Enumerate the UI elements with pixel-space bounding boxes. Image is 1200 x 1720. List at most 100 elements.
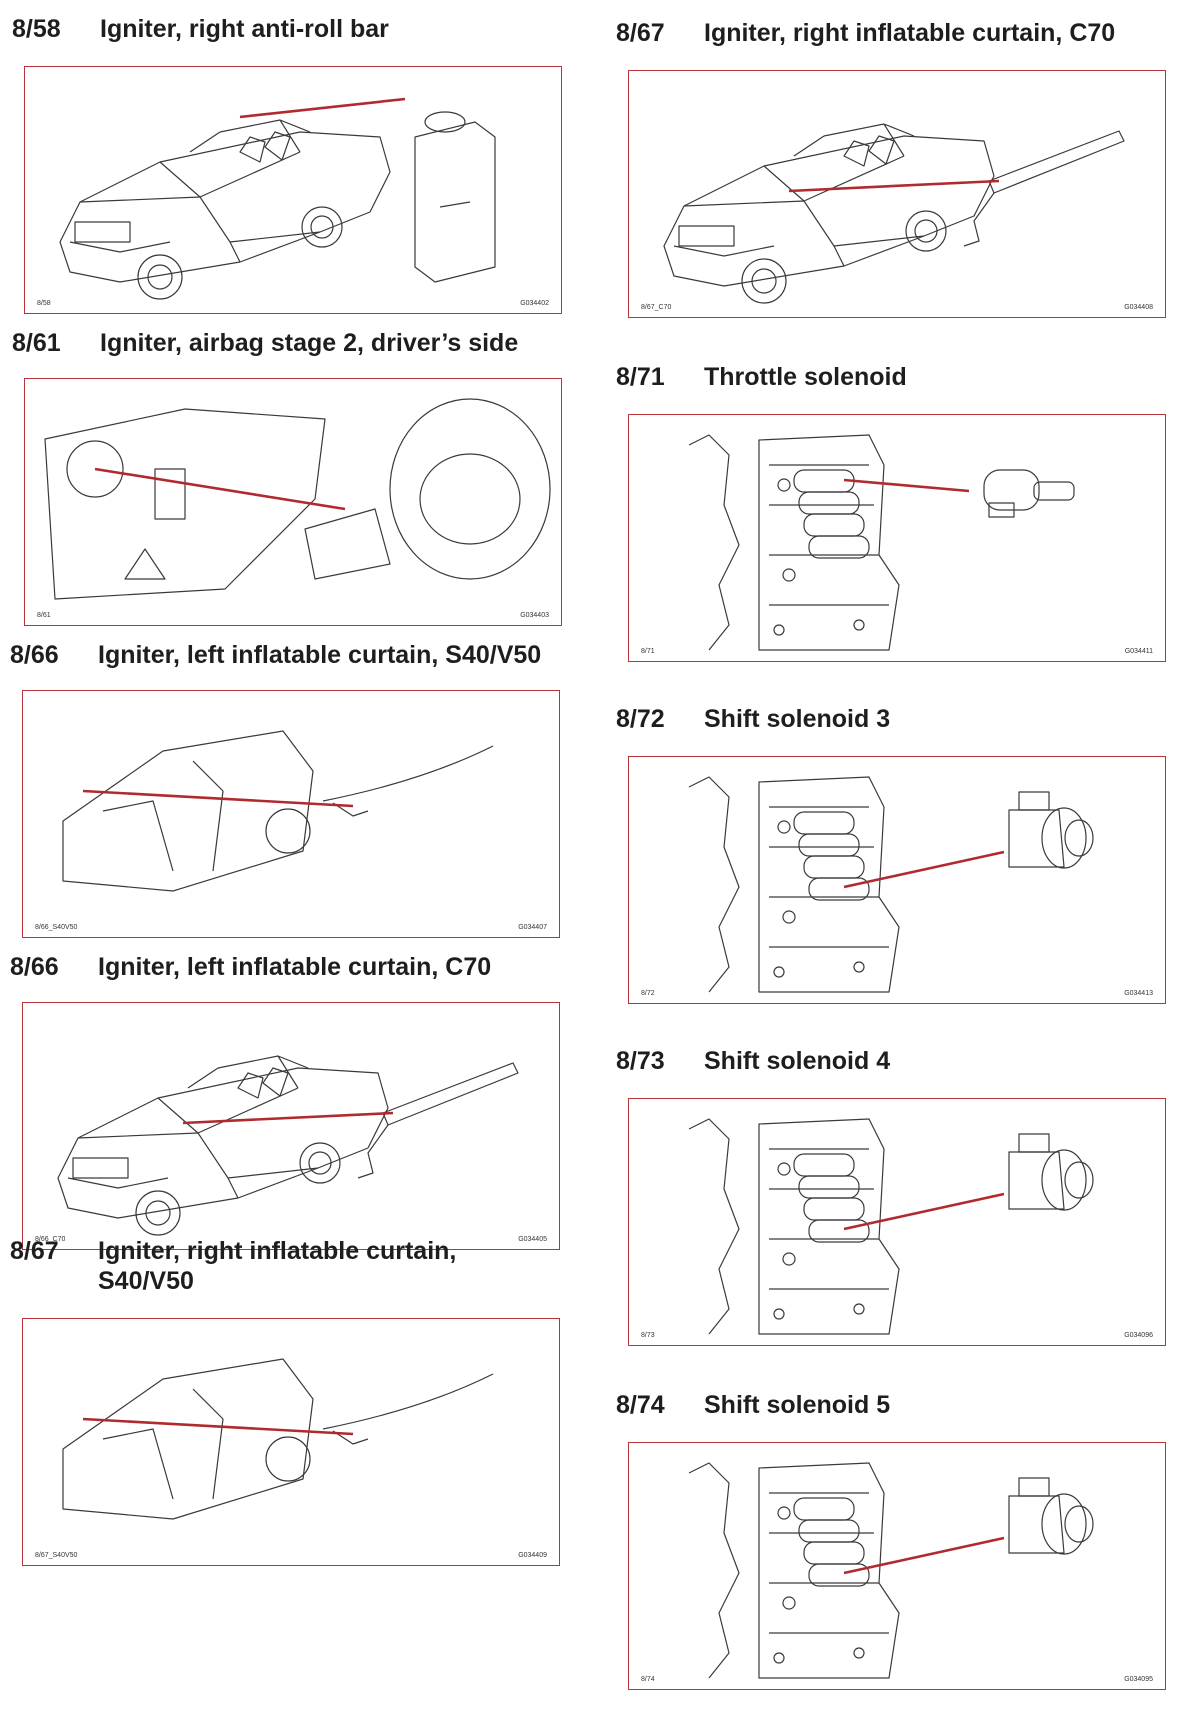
entry-code: 8/71 xyxy=(616,363,665,391)
figure-reference: G034407 xyxy=(518,924,547,931)
entry-code: 8/67 xyxy=(616,19,665,47)
figure-frame: 8/73 G034096 xyxy=(628,1098,1166,1346)
solenoid-part-drawing xyxy=(1008,791,1094,869)
dashboard-drawing xyxy=(44,408,326,600)
pointer-line xyxy=(82,789,354,808)
entry-title: Shift solenoid 4 xyxy=(704,1047,891,1075)
figure-number: 8/71 xyxy=(641,648,655,655)
entry-code: 8/73 xyxy=(616,1047,665,1075)
entry-code: 8/74 xyxy=(616,1391,665,1419)
entry-8-58: 8/58 Igniter, right anti-roll bar 8/58 G… xyxy=(12,14,562,314)
throttle-solenoid-drawing xyxy=(983,469,1075,518)
convertible-car-drawing xyxy=(59,119,391,300)
figure-reference: G034408 xyxy=(1124,304,1153,311)
convertible-car-drawing xyxy=(57,1055,389,1236)
figure-reference: G034413 xyxy=(1124,990,1153,997)
entry-title: Igniter, left inflatable curtain, C70 xyxy=(98,953,492,981)
figure-frame: 8/74 G034095 xyxy=(628,1442,1166,1690)
valve-body-drawing xyxy=(688,434,900,651)
figure-frame: 8/72 G034413 xyxy=(628,756,1166,1004)
entry-code: 8/58 xyxy=(12,15,61,43)
entry-8-67-c70: 8/67 Igniter, right inflatable curtain, … xyxy=(616,18,1166,318)
figure-reference: G034405 xyxy=(518,1236,547,1243)
figure-number: 8/73 xyxy=(641,1332,655,1339)
pointer-line xyxy=(82,1417,354,1436)
figure-frame: 8/71 G034411 xyxy=(628,414,1166,662)
figure-frame: 8/67_S40V50 G034409 xyxy=(22,1318,560,1566)
entry-title: Igniter, right inflatable curtain, C70 xyxy=(704,19,1116,47)
entry-title: Shift solenoid 3 xyxy=(704,705,891,733)
figure-reference: G034409 xyxy=(518,1552,547,1559)
figure-reference: G034403 xyxy=(520,612,549,619)
convertible-car-drawing xyxy=(663,123,995,304)
entry-code: 8/66 xyxy=(10,953,59,981)
entry-8-72: 8/72 Shift solenoid 3 8/72 G034413 xyxy=(616,704,1166,1004)
solenoid-part-drawing xyxy=(1008,1477,1094,1555)
entry-header: 8/74 Shift solenoid 5 xyxy=(616,1390,1156,1424)
figure-number: 8/74 xyxy=(641,1676,655,1683)
figure-reference: G034096 xyxy=(1124,1332,1153,1339)
car-curtain-illustration xyxy=(663,123,1125,304)
pointer-line xyxy=(843,1192,1005,1231)
figure-number: 8/67_C70 xyxy=(641,304,672,311)
figure-number: 8/67_S40V50 xyxy=(35,1552,78,1559)
steering-wheel-drawing xyxy=(389,398,551,580)
entry-title: Igniter, left inflatable curtain, S40/V5… xyxy=(98,641,542,669)
entry-header: 8/61 Igniter, airbag stage 2, driver’s s… xyxy=(12,328,552,362)
interior-drawing xyxy=(62,730,494,892)
car-component-illustration xyxy=(59,97,496,300)
curtain-tube-drawing xyxy=(322,745,494,802)
entry-header: 8/67 Igniter, right inflatable curtain, … xyxy=(616,18,1156,52)
entry-header: 8/66 Igniter, left inflatable curtain, C… xyxy=(10,952,550,986)
pointer-line xyxy=(843,1536,1005,1575)
solenoid-part-drawing xyxy=(1008,1133,1094,1211)
entry-header: 8/72 Shift solenoid 3 xyxy=(616,704,1156,738)
entry-8-71: 8/71 Throttle solenoid 8/71 G034411 xyxy=(616,362,1166,662)
entry-header: 8/67 Igniter, right inflatable curtain, … xyxy=(10,1236,550,1302)
entry-title: Throttle solenoid xyxy=(704,363,907,391)
pointer-line xyxy=(182,1111,394,1125)
figure-frame: 8/58 G034402 xyxy=(24,66,562,314)
curtain-module-drawing xyxy=(357,1062,519,1179)
entry-code: 8/66 xyxy=(10,641,59,669)
figure-number: 8/66_C70 xyxy=(35,1236,66,1243)
entry-title: Shift solenoid 5 xyxy=(704,1391,891,1419)
pointer-line xyxy=(94,467,346,511)
interior-curtain-illustration xyxy=(62,1358,494,1520)
figure-number: 8/72 xyxy=(641,990,655,997)
entry-8-73: 8/73 Shift solenoid 4 8/73 G034096 xyxy=(616,1046,1166,1346)
figure-number: 8/61 xyxy=(37,612,51,619)
entry-header: 8/66 Igniter, left inflatable curtain, S… xyxy=(10,640,550,674)
entry-title: Igniter, right inflatable curtain, S40/V… xyxy=(98,1237,457,1295)
entry-8-74: 8/74 Shift solenoid 5 8/74 G034095 xyxy=(616,1390,1166,1690)
figure-number: 8/66_S40V50 xyxy=(35,924,78,931)
pointer-line xyxy=(843,850,1005,889)
figure-frame: 8/61 G034403 xyxy=(24,378,562,626)
figure-frame: 8/66_C70 G034405 xyxy=(22,1002,560,1250)
valve-body-drawing xyxy=(688,1118,900,1335)
entry-code: 8/72 xyxy=(616,705,665,733)
airbag-module-drawing xyxy=(304,508,391,580)
figure-frame: 8/66_S40V50 G034407 xyxy=(22,690,560,938)
entry-header: 8/71 Throttle solenoid xyxy=(616,362,1156,396)
valvebody-throttle-illustration xyxy=(688,434,1075,651)
entry-code: 8/67 xyxy=(10,1237,59,1265)
valve-body-drawing xyxy=(688,1462,900,1679)
pointer-line xyxy=(239,97,406,119)
figure-frame: 8/67_C70 G034408 xyxy=(628,70,1166,318)
entry-8-66-s40v50: 8/66 Igniter, left inflatable curtain, S… xyxy=(10,640,560,938)
interior-drawing xyxy=(62,1358,494,1520)
car-curtain-illustration xyxy=(57,1055,519,1236)
entry-title: Igniter, right anti-roll bar xyxy=(100,15,389,43)
entry-8-61: 8/61 Igniter, airbag stage 2, driver’s s… xyxy=(12,328,562,626)
curtain-module-drawing xyxy=(963,130,1125,247)
entry-header: 8/58 Igniter, right anti-roll bar xyxy=(12,14,552,48)
valve-body-drawing xyxy=(688,776,900,993)
interior-curtain-illustration xyxy=(62,730,494,892)
entry-code: 8/61 xyxy=(12,329,61,357)
curtain-tube-drawing xyxy=(322,1373,494,1430)
entry-8-67-s40v50: 8/67 Igniter, right inflatable curtain, … xyxy=(10,1236,560,1566)
dashboard-illustration xyxy=(44,398,551,600)
pointer-line xyxy=(788,179,1000,193)
entry-header: 8/73 Shift solenoid 4 xyxy=(616,1046,1156,1080)
